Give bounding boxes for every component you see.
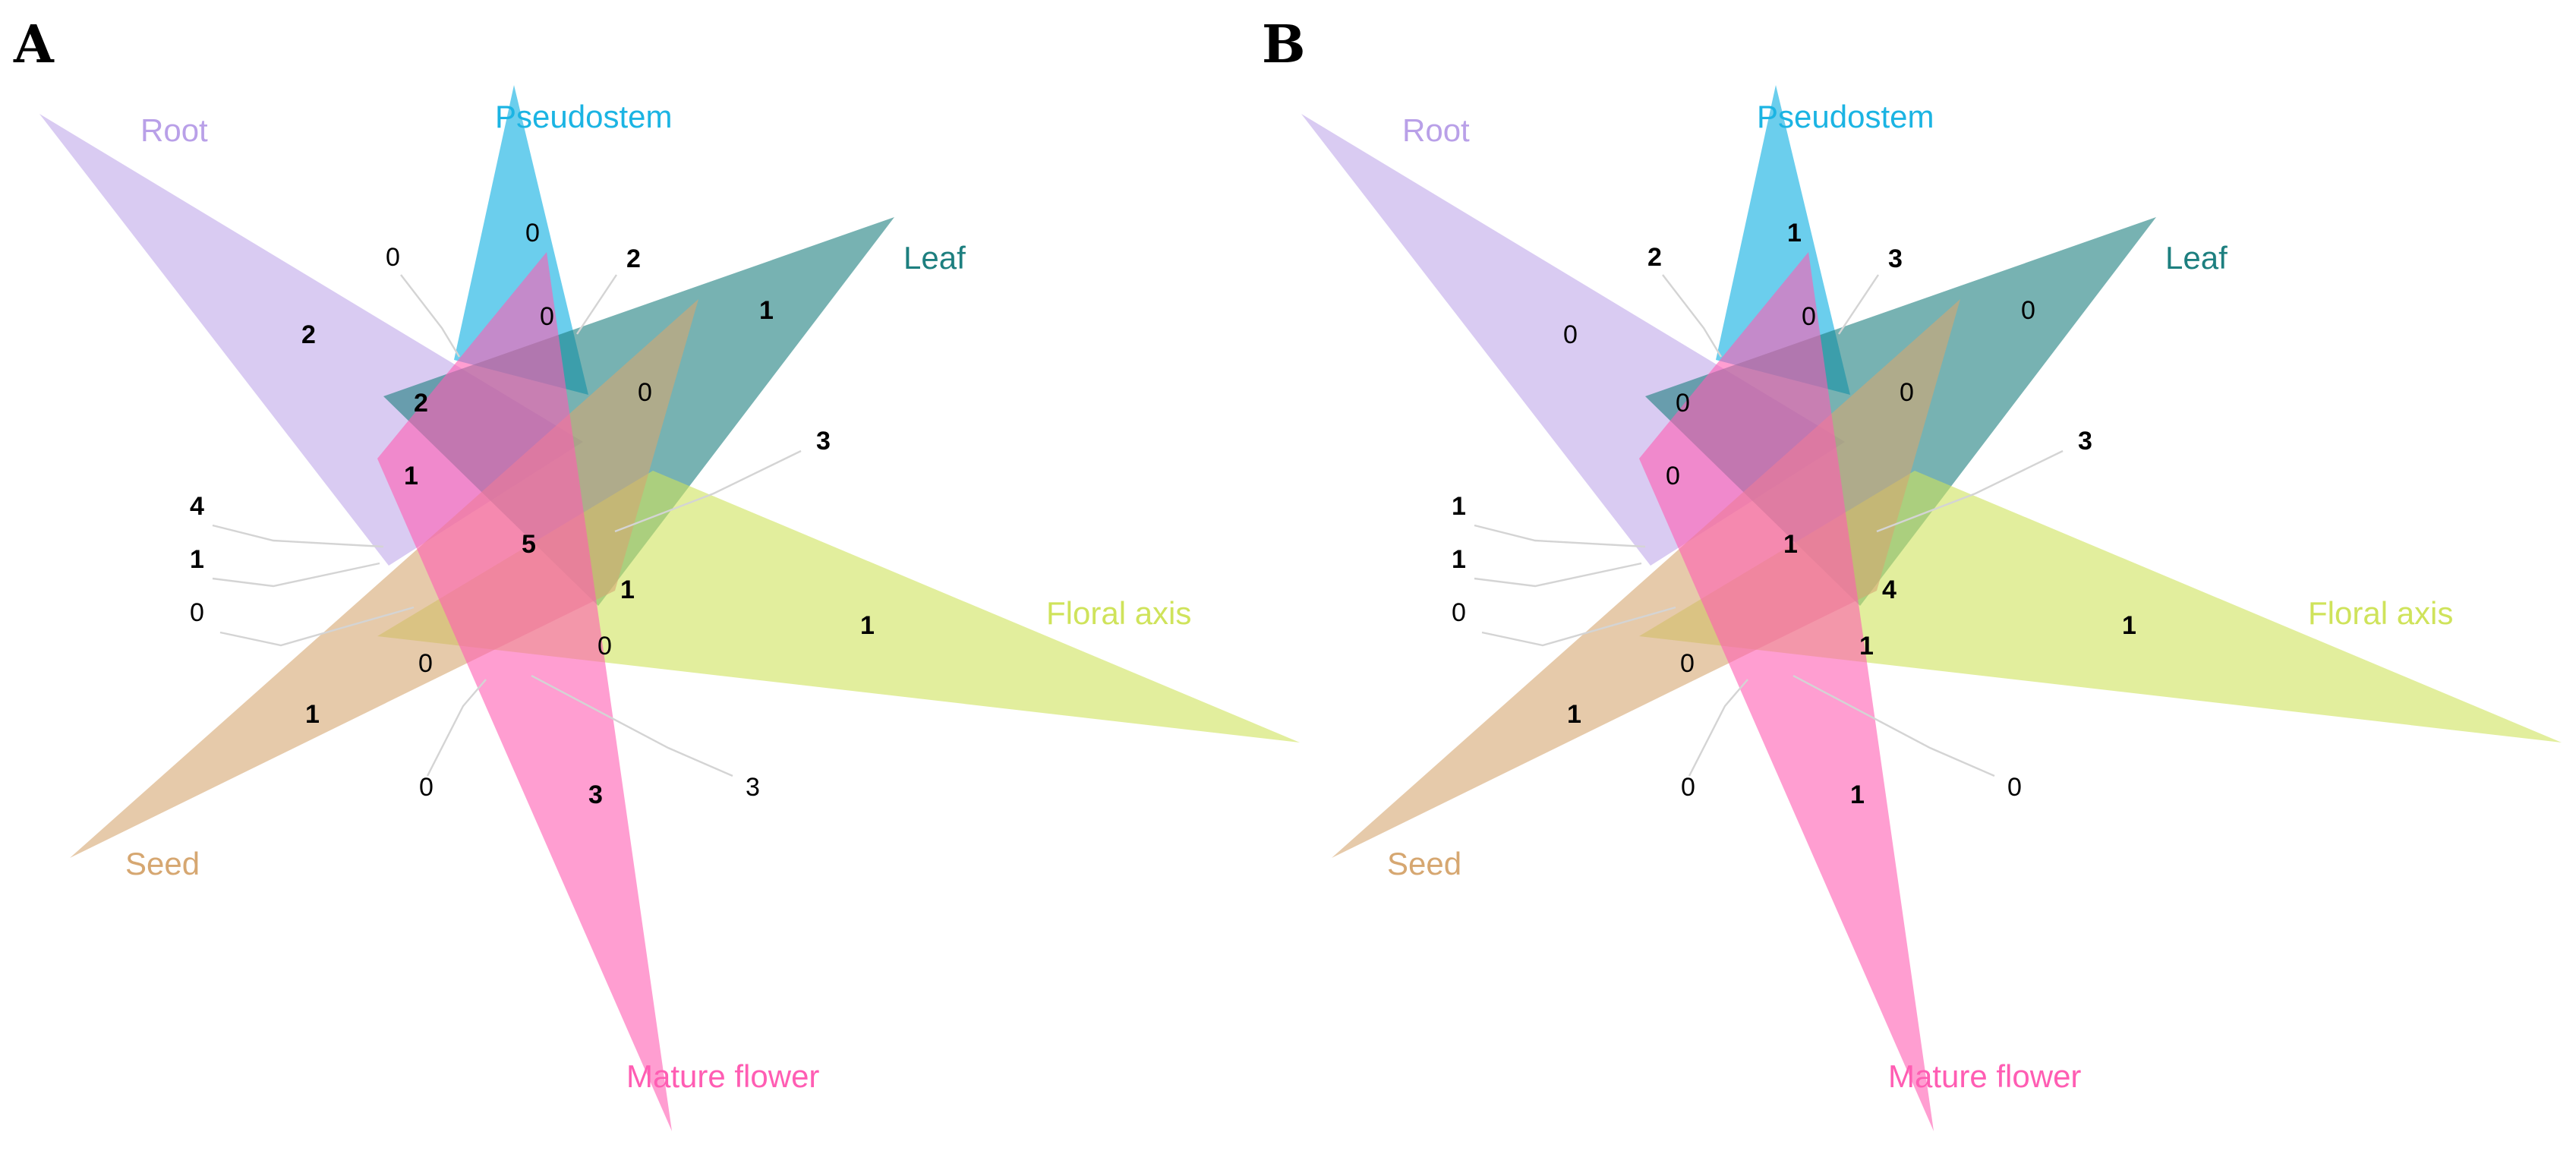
- label-pseudostem: Pseudostem: [1757, 99, 1934, 134]
- count-leaf-only: 1: [759, 296, 774, 325]
- count-upper-mid: 0: [638, 378, 652, 407]
- label-floral-axis: Floral axis: [2308, 595, 2453, 631]
- label-mature-flower: Mature flower: [626, 1058, 819, 1094]
- region-counts: 0 1 0 1 1 1 2 3 0 0 0 0 1 3 4 1 0 1 1 0 …: [1452, 219, 2136, 809]
- set-labels: Root Pseudostem Leaf Floral axis Seed Ma…: [1387, 99, 2453, 1094]
- count-left-c: 0: [190, 598, 204, 627]
- label-root: Root: [140, 112, 208, 148]
- count-right-mid: 4: [1882, 575, 1897, 604]
- count-bottom-a: 0: [419, 773, 434, 802]
- count-mflower-left: 1: [404, 462, 418, 490]
- count-floral-axis-only: 1: [2122, 611, 2136, 640]
- count-left-b: 1: [1452, 545, 1466, 574]
- count-bottom-b: 3: [746, 773, 760, 802]
- count-pseudostem-mflower: 0: [540, 302, 554, 331]
- label-floral-axis: Floral axis: [1046, 595, 1191, 631]
- count-upper-mid: 0: [1900, 378, 1914, 407]
- count-pseudostem-mflower: 0: [1802, 302, 1816, 331]
- count-lower-mid: 1: [1859, 632, 1874, 661]
- count-seed-only: 1: [305, 700, 320, 729]
- set-shapes: [1301, 85, 2562, 1131]
- count-center: 1: [1783, 530, 1798, 559]
- panel-letter: A: [13, 14, 55, 75]
- count-root-only: 0: [1563, 320, 1578, 349]
- count-bottom-b: 0: [2007, 773, 2022, 802]
- count-pseudostem-leaf: 2: [626, 244, 641, 273]
- count-root-only: 2: [301, 320, 316, 349]
- count-seed-mid: 0: [418, 649, 433, 678]
- count-left-mid: 0: [1676, 389, 1690, 418]
- mature-flower-set: [1639, 252, 1934, 1131]
- leader-lines: [1474, 274, 2064, 777]
- count-leaf-only: 0: [2021, 296, 2035, 325]
- count-mflower-left: 0: [1666, 462, 1680, 490]
- label-leaf: Leaf: [903, 240, 966, 276]
- label-seed: Seed: [1387, 846, 1461, 881]
- count-seed-mid: 0: [1680, 649, 1695, 678]
- count-root-pseudostem: 2: [1647, 243, 1662, 272]
- region-counts: 2 0 1 1 1 3 0 2 0 0 2 1 5 3 1 0 0 4 1 0 …: [190, 219, 875, 809]
- count-left-b: 1: [190, 545, 204, 574]
- count-mature-flower-only: 3: [588, 780, 603, 809]
- count-left-a: 1: [1452, 492, 1466, 521]
- count-left-a: 4: [190, 492, 204, 521]
- label-pseudostem: Pseudostem: [495, 99, 672, 134]
- count-mature-flower-only: 1: [1850, 780, 1865, 809]
- label-root: Root: [1402, 112, 1470, 148]
- count-pseudostem-only: 1: [1787, 219, 1802, 248]
- label-leaf: Leaf: [2165, 240, 2228, 276]
- count-leaf-floral: 3: [2078, 427, 2092, 456]
- count-lower-mid: 0: [597, 632, 612, 661]
- leader-lines: [212, 274, 802, 777]
- count-center: 5: [522, 530, 536, 559]
- label-mature-flower: Mature flower: [1888, 1058, 2081, 1094]
- label-seed: Seed: [125, 846, 200, 881]
- mature-flower-set: [377, 252, 672, 1131]
- count-right-mid: 1: [620, 575, 635, 604]
- panel-a: A Root Pseudostem Leaf Floral axis Seed …: [13, 14, 1300, 1131]
- count-pseudostem-only: 0: [525, 219, 540, 248]
- set-shapes: [39, 85, 1300, 1131]
- count-pseudostem-leaf: 3: [1888, 244, 1903, 273]
- count-left-c: 0: [1452, 598, 1466, 627]
- count-leaf-floral: 3: [816, 427, 831, 456]
- count-bottom-a: 0: [1681, 773, 1695, 802]
- set-labels: Root Pseudostem Leaf Floral axis Seed Ma…: [125, 99, 1191, 1094]
- count-seed-only: 1: [1567, 700, 1581, 729]
- count-floral-axis-only: 1: [860, 611, 875, 640]
- panel-letter: B: [1262, 14, 1305, 75]
- panel-b: B Root Pseudostem Leaf Floral axis Seed …: [1262, 14, 2562, 1131]
- count-root-pseudostem: 0: [386, 243, 400, 272]
- count-left-mid: 2: [414, 389, 428, 418]
